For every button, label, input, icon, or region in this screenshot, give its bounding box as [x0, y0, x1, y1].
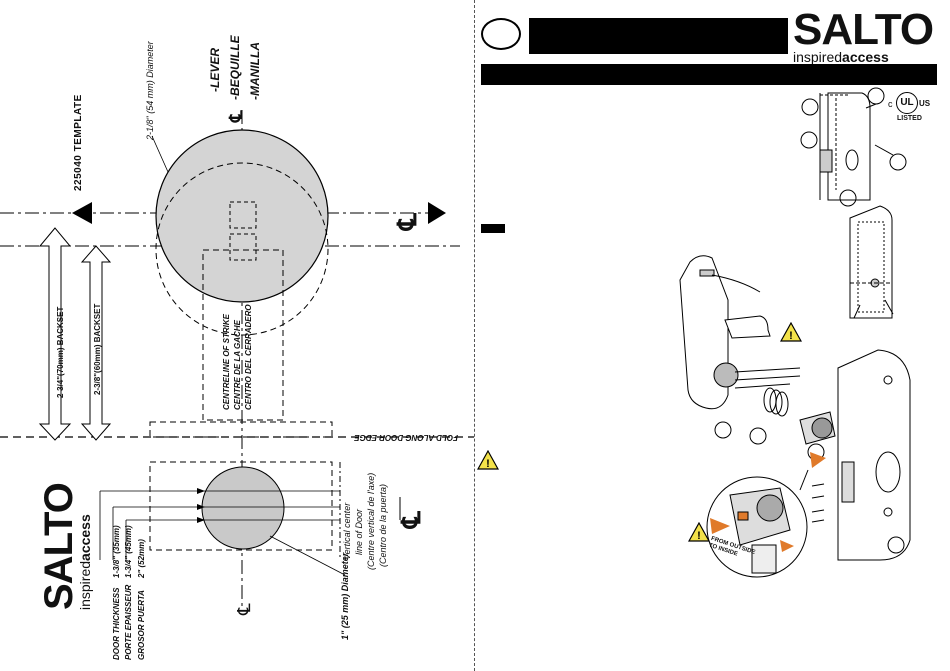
salto-logo-rotated: SALTO inspiredaccess [37, 483, 93, 610]
lock-exploded-diagram [679, 255, 836, 461]
template-title: 225040 TEMPLATE [73, 94, 84, 191]
backset-60-label: 2-3/8"(60mm) BACKSET [93, 303, 102, 395]
strike-centre-es: CENTRO DEL CERRADERO [244, 304, 253, 410]
vertical-center-2: line of Door [354, 508, 364, 555]
warning-icon: ! [780, 322, 802, 342]
section-marker-bar [481, 224, 505, 233]
thickness-heading-en: DOOR THICKNESS [112, 587, 121, 660]
fold-label: FOLD ALONG DOOR EDGE [354, 433, 458, 442]
centerline-arrow-right [428, 202, 446, 224]
centerline-symbol-top: ℄ [226, 110, 246, 122]
centerline-symbol-bottom: ℄ [234, 603, 254, 615]
thickness-value-3: 2" (52mm) [137, 539, 146, 578]
section-circle-tab [481, 18, 521, 50]
svg-text:!: ! [486, 458, 490, 470]
template-drawing [0, 110, 474, 610]
thickness-heading-es: GROSOR PUERTA [137, 590, 146, 660]
fold-divider [474, 0, 477, 671]
door-edge-diagram [800, 87, 907, 207]
vertical-center-3: (Centre vertical de l'axe) [366, 472, 376, 570]
centerline-symbol-lower: ℄ [396, 511, 426, 528]
large-diameter-label: 2-1/8" (54 mm) Diameter [145, 41, 155, 140]
lever-label-es: -MANILLA [248, 42, 262, 100]
svg-text:!: ! [697, 530, 701, 542]
vertical-center-4: (Centro de la puerta) [378, 483, 388, 567]
installation-diagrams [679, 87, 911, 578]
warning-icon: ! [477, 450, 499, 470]
strike-centre-en: CENTRELINE OF STRIKE [222, 313, 231, 410]
vertical-center-1: Vertical center [342, 502, 352, 560]
lever-label-en: -LEVER [208, 47, 222, 92]
thickness-value-1: 1-3/8" (35mm) [112, 525, 121, 578]
centerline-symbol-right: ℄ [392, 213, 422, 230]
small-diameter-label: 1" (25 mm) Diameter [340, 552, 350, 640]
frame-template-diagram [849, 205, 894, 319]
thickness-heading-fr: PORTE EPAISSEUR [124, 584, 133, 660]
strike-centre-fr: CENTRE DE LA GACHE [233, 320, 242, 410]
salto-logo: SALTO inspiredaccess [793, 5, 934, 65]
header-black-box [529, 18, 788, 54]
lever-label-fr: -BEQUILLE [228, 35, 242, 100]
header-black-bar [481, 64, 937, 85]
ul-listed-icon: c UL US LISTED [888, 92, 938, 126]
door-body-diagram [837, 349, 911, 561]
warning-icon: ! [688, 522, 710, 542]
lever-hole-circle [155, 129, 329, 303]
svg-text:!: ! [789, 330, 793, 342]
backset-arrow-left [72, 202, 92, 224]
thickness-value-2: 1-3/4" (45mm) [124, 525, 133, 578]
backset-70-label: 2-3/4"(70mm) BACKSET [56, 306, 65, 398]
